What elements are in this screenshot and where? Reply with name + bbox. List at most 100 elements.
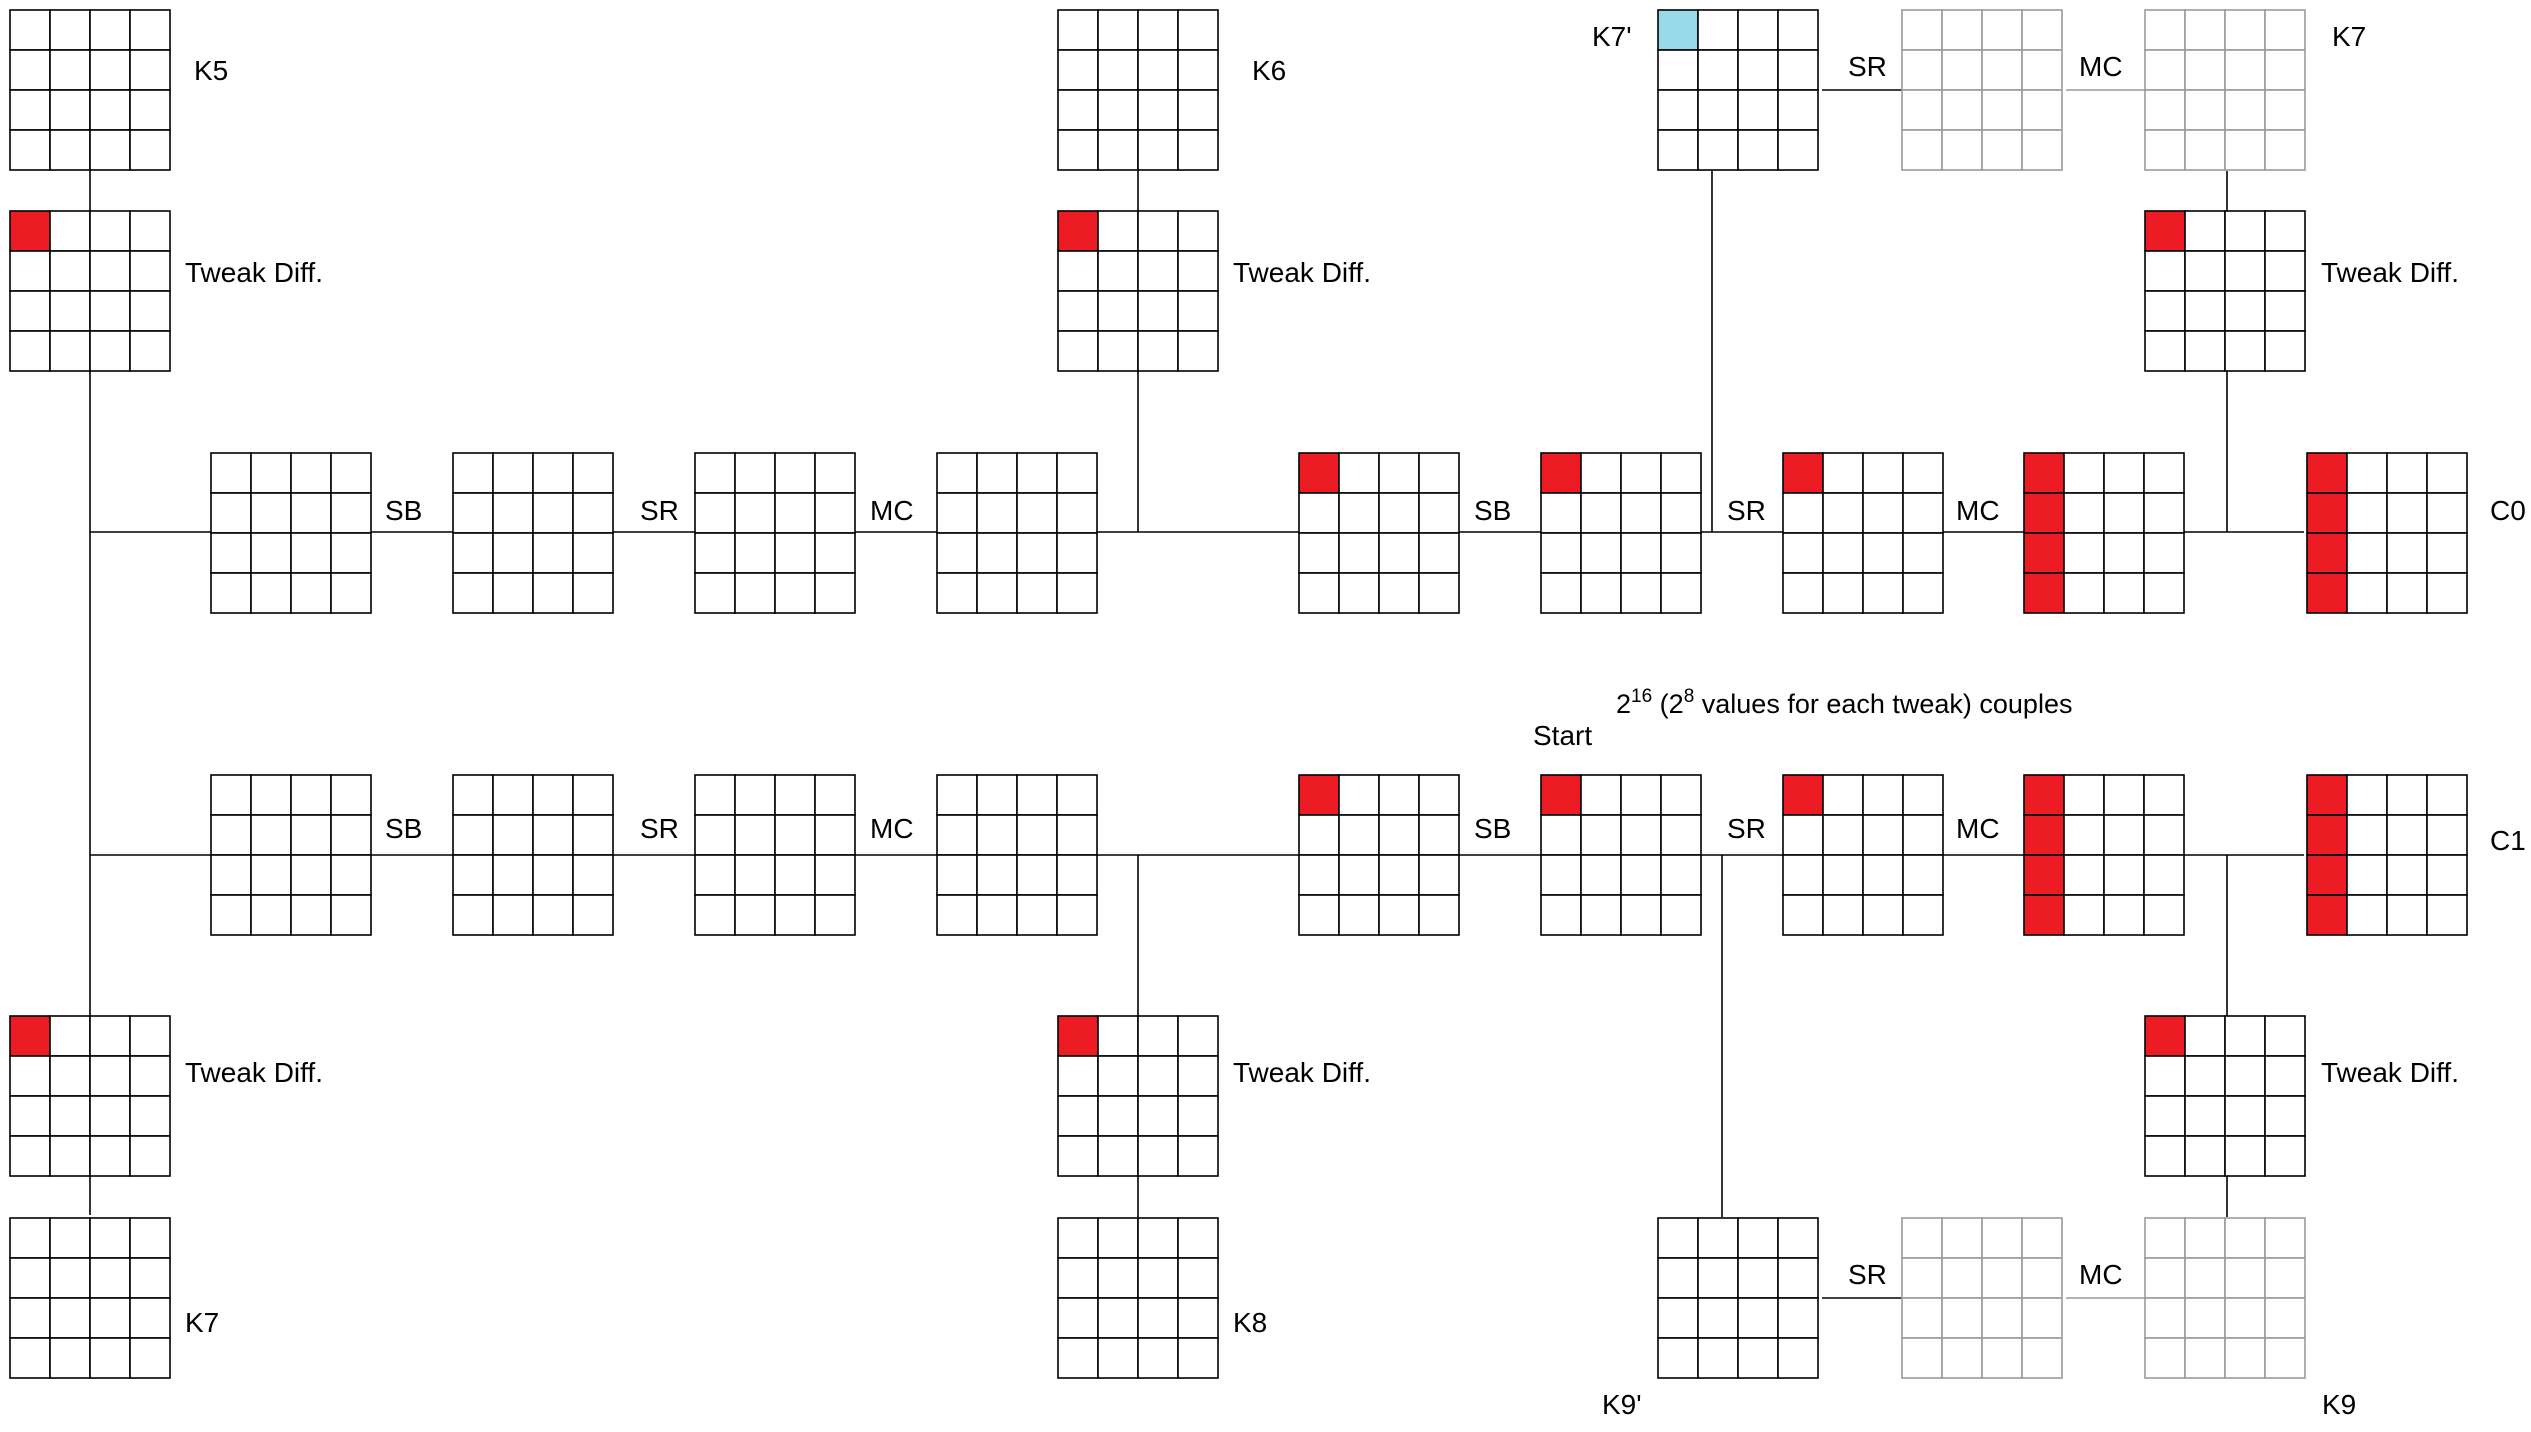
grid-cell bbox=[2426, 774, 2468, 816]
grid-cell bbox=[1862, 532, 1904, 574]
grid-cell bbox=[129, 1257, 171, 1299]
grid-cell bbox=[1016, 492, 1058, 534]
grid-cell bbox=[1580, 894, 1622, 936]
grid-cell bbox=[1580, 532, 1622, 574]
grid-cell bbox=[1057, 250, 1099, 292]
grid-cell bbox=[452, 532, 494, 574]
grid-cell bbox=[1056, 572, 1098, 614]
grid-cell bbox=[2224, 1135, 2266, 1177]
grid-cell bbox=[1902, 774, 1944, 816]
grid-cell bbox=[1057, 9, 1099, 51]
grid-cell bbox=[2063, 572, 2105, 614]
grid-cell bbox=[49, 330, 91, 372]
grid-cell bbox=[2144, 89, 2186, 131]
grid-cell bbox=[1580, 854, 1622, 896]
grid-cell bbox=[2023, 452, 2065, 494]
grid-cell bbox=[1737, 89, 1779, 131]
label-key-sr-top: SR bbox=[1848, 51, 1887, 82]
grid-cell bbox=[1057, 1297, 1099, 1339]
grid-cell bbox=[1822, 452, 1864, 494]
grid-cell bbox=[1057, 129, 1099, 171]
state-grid-tweak-diff-6 bbox=[2144, 1015, 2306, 1177]
grid-cell bbox=[814, 854, 856, 896]
grid-cell bbox=[1862, 814, 1904, 856]
grid-cell bbox=[2264, 290, 2306, 332]
grid-cell bbox=[1660, 894, 1702, 936]
grid-cell bbox=[694, 814, 736, 856]
grid-cell bbox=[1016, 774, 1058, 816]
grid-cell bbox=[2143, 774, 2185, 816]
label-k8: K8 bbox=[1233, 1307, 1267, 1338]
grid-cell bbox=[2306, 572, 2348, 614]
state-grid-bot-s5 bbox=[1540, 774, 1702, 936]
grid-cell bbox=[1378, 532, 1420, 574]
grid-cell bbox=[49, 1217, 91, 1259]
grid-cell bbox=[89, 9, 131, 51]
grid-cell bbox=[1862, 894, 1904, 936]
grid-cell bbox=[1901, 1297, 1943, 1339]
grid-cell bbox=[1657, 1217, 1699, 1259]
grid-cell bbox=[1777, 129, 1819, 171]
grid-cell bbox=[1981, 129, 2023, 171]
grid-cell bbox=[250, 572, 292, 614]
grid-cell bbox=[1737, 1337, 1779, 1379]
grid-cell bbox=[1378, 452, 1420, 494]
grid-cell bbox=[1418, 532, 1460, 574]
grid-cell bbox=[2143, 452, 2185, 494]
grid-cell bbox=[1137, 49, 1179, 91]
grid-cell bbox=[1097, 1337, 1139, 1379]
grid-cell bbox=[250, 492, 292, 534]
state-grid-top-s3 bbox=[936, 452, 1098, 614]
grid-cell bbox=[2063, 894, 2105, 936]
grid-cell bbox=[2264, 330, 2306, 372]
grid-cell bbox=[2021, 1297, 2063, 1339]
grid-cell bbox=[330, 532, 372, 574]
grid-cell bbox=[2023, 532, 2065, 574]
grid-cell bbox=[2426, 814, 2468, 856]
grid-cell bbox=[1378, 894, 1420, 936]
grid-cell bbox=[1981, 1337, 2023, 1379]
grid-cell bbox=[1660, 854, 1702, 896]
grid-cell bbox=[1097, 330, 1139, 372]
grid-cell bbox=[1981, 1217, 2023, 1259]
grid-cell bbox=[1016, 814, 1058, 856]
grid-cell bbox=[1540, 452, 1582, 494]
grid-cell bbox=[330, 774, 372, 816]
grid-cell bbox=[2184, 250, 2226, 292]
grid-cell bbox=[1177, 1257, 1219, 1299]
grid-cell bbox=[2426, 894, 2468, 936]
grid-cell bbox=[9, 9, 51, 51]
grid-cell bbox=[1901, 1337, 1943, 1379]
grid-cell bbox=[1057, 1055, 1099, 1097]
grid-cell bbox=[2306, 854, 2348, 896]
grid-cell bbox=[1097, 1015, 1139, 1057]
grid-cell bbox=[1298, 532, 1340, 574]
label-k5: K5 bbox=[194, 55, 228, 86]
grid-cell bbox=[1777, 1297, 1819, 1339]
grid-cell bbox=[1782, 532, 1824, 574]
state-grid-bot-s2 bbox=[694, 774, 856, 936]
grid-cell bbox=[1777, 1257, 1819, 1299]
grid-cell bbox=[1902, 452, 1944, 494]
grid-cell bbox=[1016, 532, 1058, 574]
grid-cell bbox=[936, 572, 978, 614]
grid-cell bbox=[2264, 250, 2306, 292]
grid-cell bbox=[2346, 774, 2388, 816]
grid-cell bbox=[2144, 1015, 2186, 1057]
grid-cell bbox=[1737, 1217, 1779, 1259]
grid-cell bbox=[250, 774, 292, 816]
grid-cell bbox=[1057, 1257, 1099, 1299]
grid-cell bbox=[2184, 1337, 2226, 1379]
grid-cell bbox=[2224, 290, 2266, 332]
grid-cell bbox=[2144, 1135, 2186, 1177]
grid-cell bbox=[89, 1257, 131, 1299]
grid-cell bbox=[572, 492, 614, 534]
grid-cell bbox=[2143, 532, 2185, 574]
grid-cell bbox=[49, 89, 91, 131]
grid-cell bbox=[2184, 1297, 2226, 1339]
grid-cell bbox=[2184, 1095, 2226, 1137]
label-k9: K9 bbox=[2322, 1389, 2356, 1420]
grid-cell bbox=[936, 492, 978, 534]
label-key-sr-bottom: SR bbox=[1848, 1259, 1887, 1290]
grid-cell bbox=[1941, 1297, 1983, 1339]
